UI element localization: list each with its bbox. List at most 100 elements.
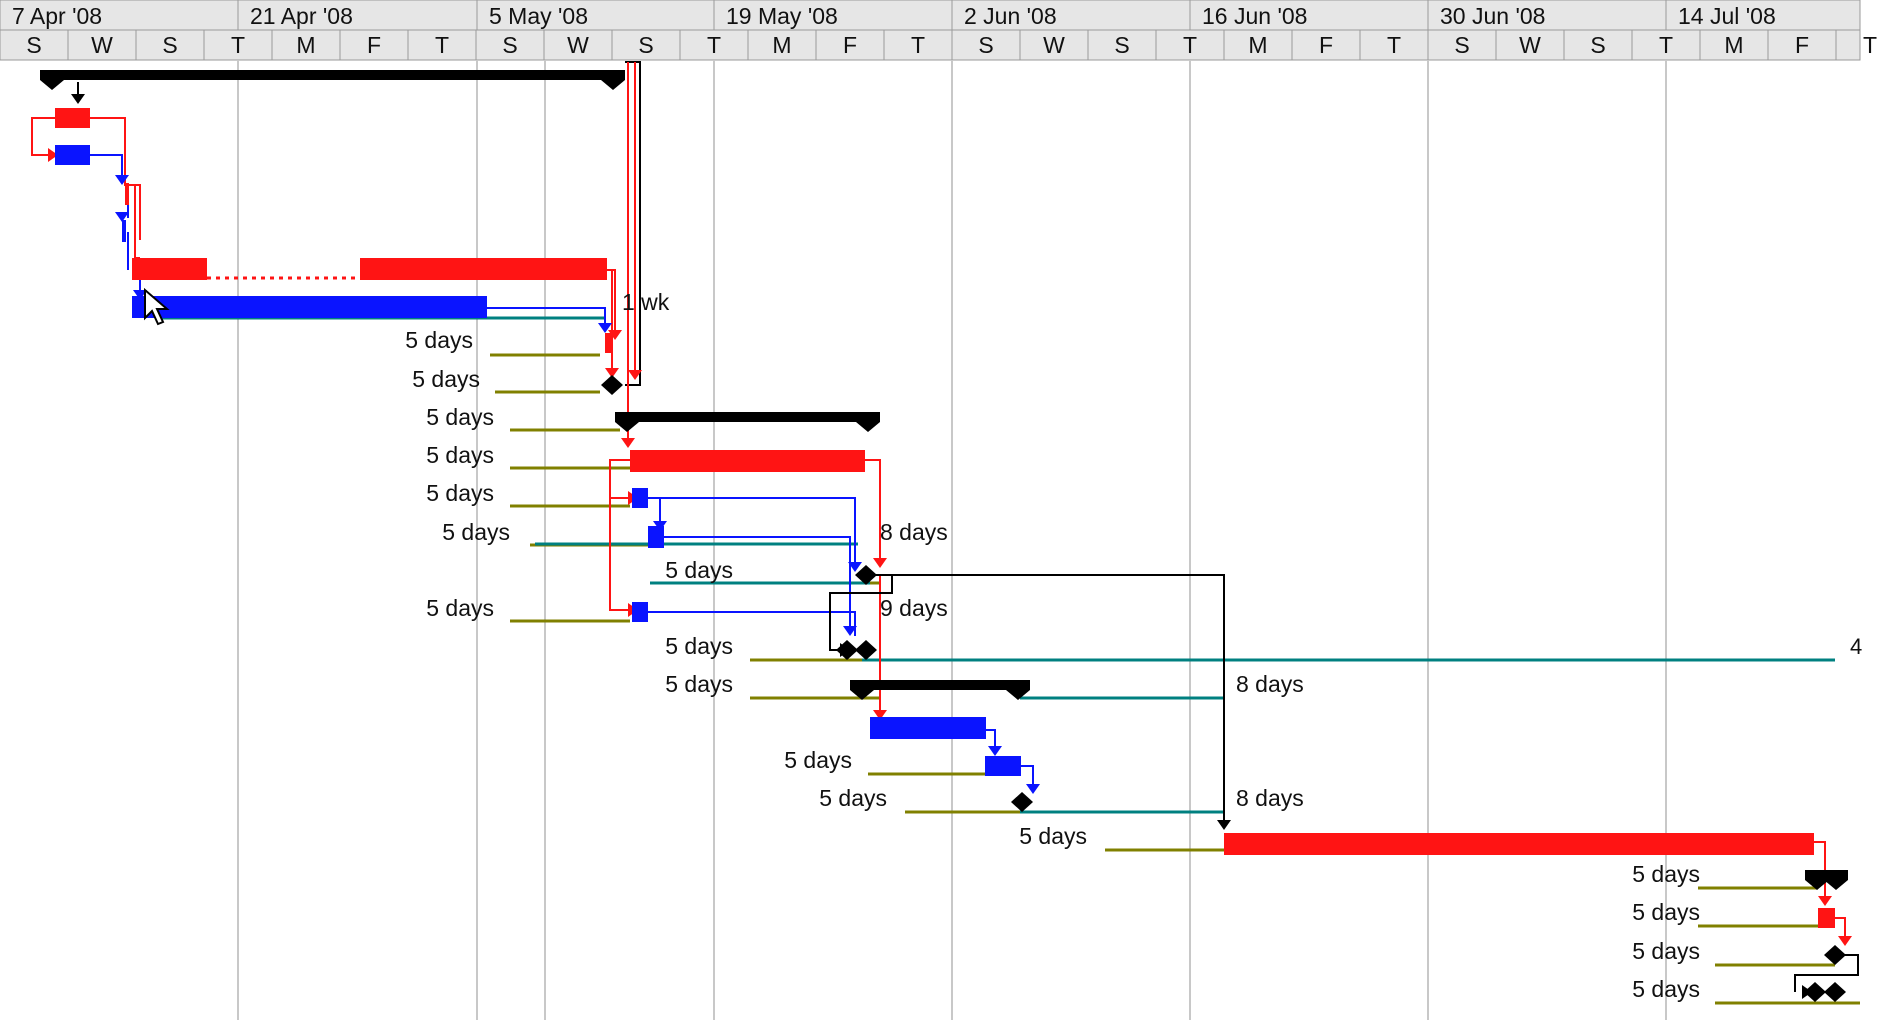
major-period-label: 7 Apr '08 — [12, 3, 102, 29]
critical-task-bar[interactable] — [125, 183, 129, 205]
gridlines — [237, 60, 1667, 1020]
minor-period-label: S — [1590, 32, 1605, 58]
critical-link — [130, 184, 141, 240]
major-period-label: 5 May '08 — [489, 3, 588, 29]
summary-bar[interactable] — [615, 412, 880, 432]
critical-task-bar[interactable] — [55, 108, 90, 128]
minor-period-label: F — [843, 32, 857, 58]
milestone-diamond[interactable] — [855, 565, 877, 585]
noncritical-link — [485, 307, 606, 328]
minor-period-label: S — [1454, 32, 1469, 58]
duration-label: 5 days — [665, 633, 733, 659]
noncritical-task-bar[interactable] — [870, 717, 986, 739]
critical-task-bar[interactable] — [360, 258, 607, 280]
summary-bar[interactable] — [40, 70, 625, 90]
dependency-links — [31, 61, 1859, 999]
critical-link — [1835, 917, 1846, 938]
link-arrowhead — [988, 746, 1002, 756]
minor-period-label: W — [91, 32, 113, 58]
noncritical-task-bar[interactable] — [55, 145, 90, 165]
minor-period-label: T — [707, 32, 721, 58]
link-arrowhead — [621, 438, 635, 448]
summary-bar[interactable] — [850, 680, 1030, 700]
minor-period-label: F — [1795, 32, 1809, 58]
major-period-label: 30 Jun '08 — [1440, 3, 1545, 29]
minor-period-label: F — [1319, 32, 1333, 58]
minor-period-label: M — [772, 32, 791, 58]
duration-label: 5 days — [405, 327, 473, 353]
duration-label: 5 days — [784, 747, 852, 773]
minor-period-label: T — [435, 32, 449, 58]
link-arrowhead — [115, 212, 129, 222]
milestone-diamond[interactable] — [836, 640, 858, 660]
minor-period-label: W — [1519, 32, 1541, 58]
timescale-minor-row — [0, 29, 1861, 61]
noncritical-task-bar[interactable] — [632, 488, 648, 508]
noncritical-task-bar[interactable] — [132, 296, 487, 318]
minor-period-label: S — [978, 32, 993, 58]
critical-task-bar[interactable] — [1818, 908, 1835, 928]
noncritical-task-bar[interactable] — [632, 602, 648, 622]
noncritical-task-bar[interactable] — [122, 220, 126, 242]
mouse-pointer-icon — [144, 287, 170, 326]
critical-task-bar[interactable] — [1224, 833, 1814, 855]
duration-label: 5 days — [442, 519, 510, 545]
noncritical-link — [648, 497, 661, 525]
noncritical-link — [90, 154, 123, 178]
noncritical-link — [1020, 765, 1034, 786]
link-arrowhead — [1818, 896, 1832, 906]
minor-period-label: W — [1043, 32, 1065, 58]
milestone-diamond[interactable] — [1824, 982, 1846, 1002]
minor-period-label: M — [1248, 32, 1267, 58]
duration-label: 5 days — [665, 557, 733, 583]
link-arrowhead — [1838, 936, 1852, 946]
milestone-diamond[interactable] — [1011, 792, 1033, 812]
summary-bar[interactable] — [1805, 870, 1848, 890]
major-period-label: 19 May '08 — [726, 3, 838, 29]
noncritical-link — [663, 536, 851, 630]
link-arrowhead — [1026, 784, 1040, 794]
duration-label: 5 days — [1632, 861, 1700, 887]
minor-period-label: T — [1183, 32, 1197, 58]
minor-period-label: S — [162, 32, 177, 58]
minor-period-label: S — [1114, 32, 1129, 58]
milestone-diamond[interactable] — [1824, 945, 1846, 965]
minor-period-label: T — [1659, 32, 1673, 58]
noncritical-task-bar[interactable] — [648, 526, 664, 548]
critical-link — [865, 459, 881, 560]
duration-label: 5 days — [412, 366, 480, 392]
link-arrowhead — [605, 368, 619, 378]
duration-label: 5 days — [819, 785, 887, 811]
link-arrowhead — [1217, 820, 1231, 830]
critical-task-bar[interactable] — [605, 333, 611, 353]
milestone-diamond[interactable] — [1804, 982, 1826, 1002]
summary-link — [625, 61, 641, 386]
duration-label: 5 days — [426, 404, 494, 430]
minor-period-label: W — [567, 32, 589, 58]
summary-link — [868, 574, 1225, 822]
link-arrowhead — [873, 710, 887, 720]
major-period-label: 16 Jun '08 — [1202, 3, 1307, 29]
duration-label: 9 days — [880, 595, 948, 621]
critical-task-bar[interactable] — [132, 258, 207, 280]
critical-link — [609, 459, 632, 611]
minor-period-label: M — [296, 32, 315, 58]
duration-label: 5 days — [426, 480, 494, 506]
milestone-diamond[interactable] — [855, 640, 877, 660]
milestone-diamond[interactable] — [601, 375, 623, 395]
link-arrowhead — [133, 290, 147, 300]
noncritical-link — [985, 729, 996, 750]
duration-label: 5 days — [426, 595, 494, 621]
major-period-label: 21 Apr '08 — [250, 3, 353, 29]
task-bars[interactable] — [40, 70, 1848, 1002]
minor-period-label: F — [367, 32, 381, 58]
duration-label: 5 days — [1019, 823, 1087, 849]
minor-period-label: S — [502, 32, 517, 58]
major-period-label: 14 Jul '08 — [1678, 3, 1776, 29]
critical-task-bar[interactable] — [630, 450, 865, 472]
noncritical-task-bar[interactable] — [985, 756, 1021, 776]
duration-label: 5 days — [665, 671, 733, 697]
link-arrowhead — [115, 175, 129, 185]
